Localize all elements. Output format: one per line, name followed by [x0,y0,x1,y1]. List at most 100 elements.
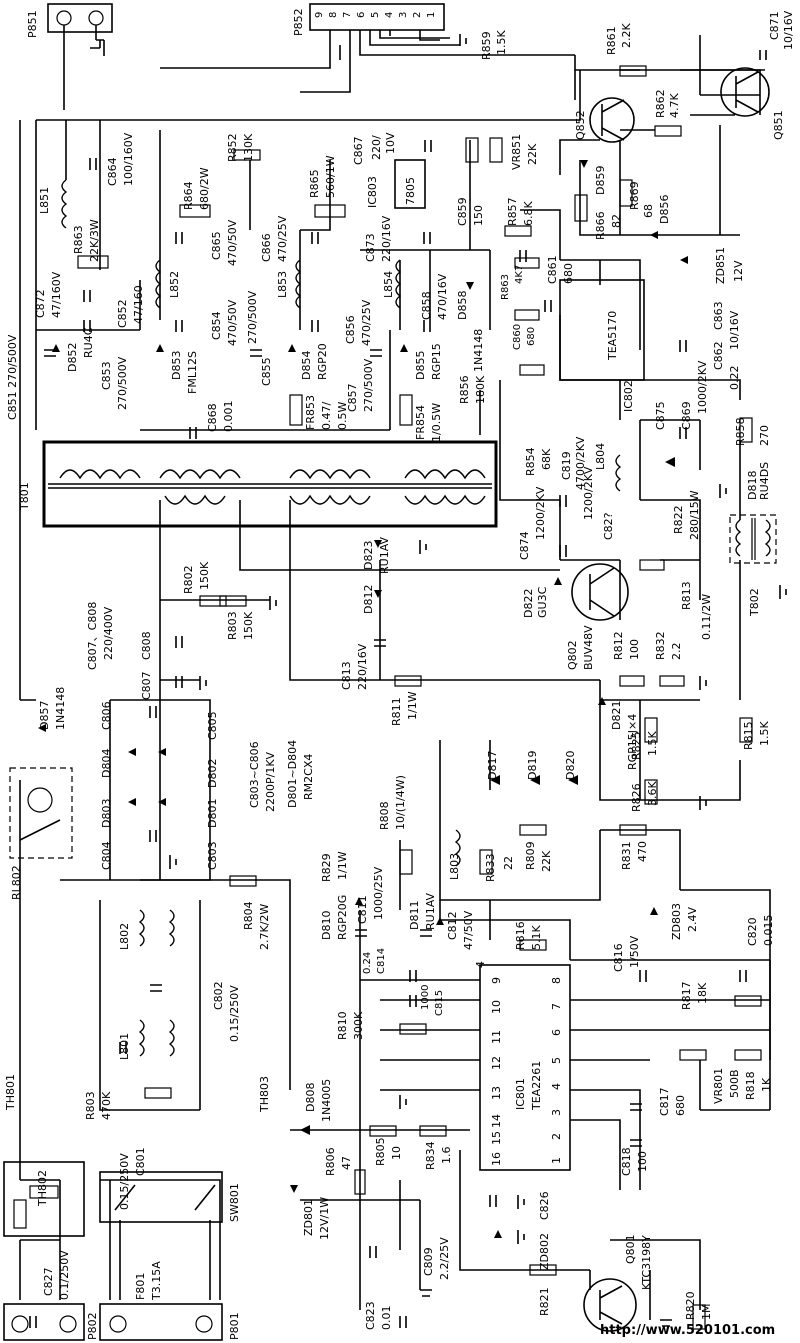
label-d811: D811 [408,901,421,930]
label-r854: R854 [524,447,537,476]
relay-rl802 [9,767,73,859]
label-ic-pin-12: 12 [490,1056,503,1070]
transformer-t802 [729,514,777,564]
label-r813: R813 [680,581,693,610]
label-r811: R811 [390,697,403,726]
label-c865-value: 470/50V [226,219,239,266]
label-r825: R825 [630,731,643,760]
label-r852-value: 130K [242,133,255,162]
label-th803: TH803 [258,1076,271,1113]
label-r859: R859 [480,31,493,60]
label-c875: C875 [654,401,667,430]
label-r863: R863 [72,225,85,254]
label-l804: L804 [594,443,607,470]
label-r832: R832 [654,631,667,660]
label-r863-value: 22K/3W [88,219,101,262]
label-c820: C820 [746,917,759,946]
label-ic-pin-6: 6 [550,1029,563,1036]
label-c804: C804 [100,841,113,870]
label-d858-value: 1N4148 [472,329,485,372]
label-r808: R808 [378,801,391,830]
connector-p801 [99,1303,223,1341]
label-d802: D802 [206,759,219,788]
label-r804: R804 [242,901,255,930]
label-r806: R806 [324,1147,337,1176]
label-c874-value: 1200/2KV [534,486,547,540]
label-c826: C826 [538,1191,551,1220]
label-c857-value: 270/500V [362,358,375,412]
label-zd802: ZD802 [538,1233,551,1270]
label-ic-pin-16: 16 [490,1152,503,1166]
label-c858: C858 [420,291,433,320]
label-c820-value: 0.015 [762,915,775,947]
label-r854-value: 68K [540,448,553,470]
label-r857-value: 6.8K [522,201,535,226]
label-c864: C864 [106,157,119,186]
label-r861-value: 2.2K [620,23,633,48]
label-c871: C871 [768,11,781,40]
label-ic802: IC802 [622,380,635,412]
watermark: http://www.520101.com [600,1323,775,1338]
label-r826-value: 3.6K [646,781,659,806]
label-c814: C814 [376,948,387,974]
label-ic803-value: 7805 [404,177,417,205]
label-r859-value: 1.5K [495,30,508,55]
thermistor-th802 [3,1161,85,1237]
label-c827: C827 [42,1267,55,1296]
label-c869: C869 [680,401,693,430]
label-c859-value: 150 [472,205,485,226]
transformer-t801 [42,440,498,528]
label-pin-5: 5 [370,12,381,18]
label-ic-pin-2: 2 [550,1133,563,1140]
label-d855: D855 [414,351,427,380]
label-r810: R810 [336,1011,349,1040]
label-c815: C815 [434,990,445,1016]
label-d811-value: RU1AV [424,892,437,930]
label-l852: L852 [168,271,181,298]
label-diode-list: D801~D804 [286,740,299,808]
label-d822-value: GU3C [536,586,549,618]
label-d801: D801 [206,799,219,828]
label-ic803: IC803 [366,176,379,208]
label-c854: C854 [210,311,223,340]
resistors [77,65,762,1330]
label-pin-9: 9 [314,12,325,18]
label-r829: R829 [320,853,333,882]
label-r817: R817 [680,981,693,1010]
label-c813: C813 [340,661,353,690]
label-r833: R833 [484,853,497,882]
label-c862-value: 0.22 [728,366,741,391]
label-d803: D803 [100,799,113,828]
label-r811-value: 1/1W [406,691,419,720]
label-r803a: R803 [226,611,239,640]
label-c855: C855 [260,357,273,386]
label-d855-value: RGP15 [430,343,443,380]
label-c874: C874 [518,531,531,560]
label-p801: P801 [228,1312,241,1340]
label-pin-4-extra: 4 [474,961,487,968]
label-pin-7: 7 [342,12,353,18]
label-d808-value: 1N4005 [320,1079,333,1122]
label-r857: R857 [506,197,519,226]
label-d821: D821 [610,701,623,730]
label-d810: D810 [320,911,333,940]
label-c859: C859 [456,197,469,226]
label-d857: D857 [38,701,51,730]
label-p851: P851 [26,10,39,38]
label-c807-c808-value: 220/400V [102,606,115,660]
label-d818: D818 [746,471,759,500]
label-ic-pin-1: 1 [550,1157,563,1164]
label-r816-value: 5.1K [530,925,543,950]
label-f801: F801 [134,1273,147,1300]
label-ic-pin-9: 9 [490,977,503,984]
inductors [61,179,622,1057]
label-c809: C809 [422,1247,435,1276]
label-c867-value: 220/ [370,135,383,160]
label-zd803: ZD803 [670,903,683,940]
label-c861-value: 680 [562,263,575,284]
label-r833-value: 22 [502,856,515,870]
label-d818-value: RU4DS [758,462,771,500]
label-q801: Q801 [624,1234,637,1264]
label-c855-value: 270/500V [246,290,259,344]
label-d853-value: FML12S [186,351,199,394]
